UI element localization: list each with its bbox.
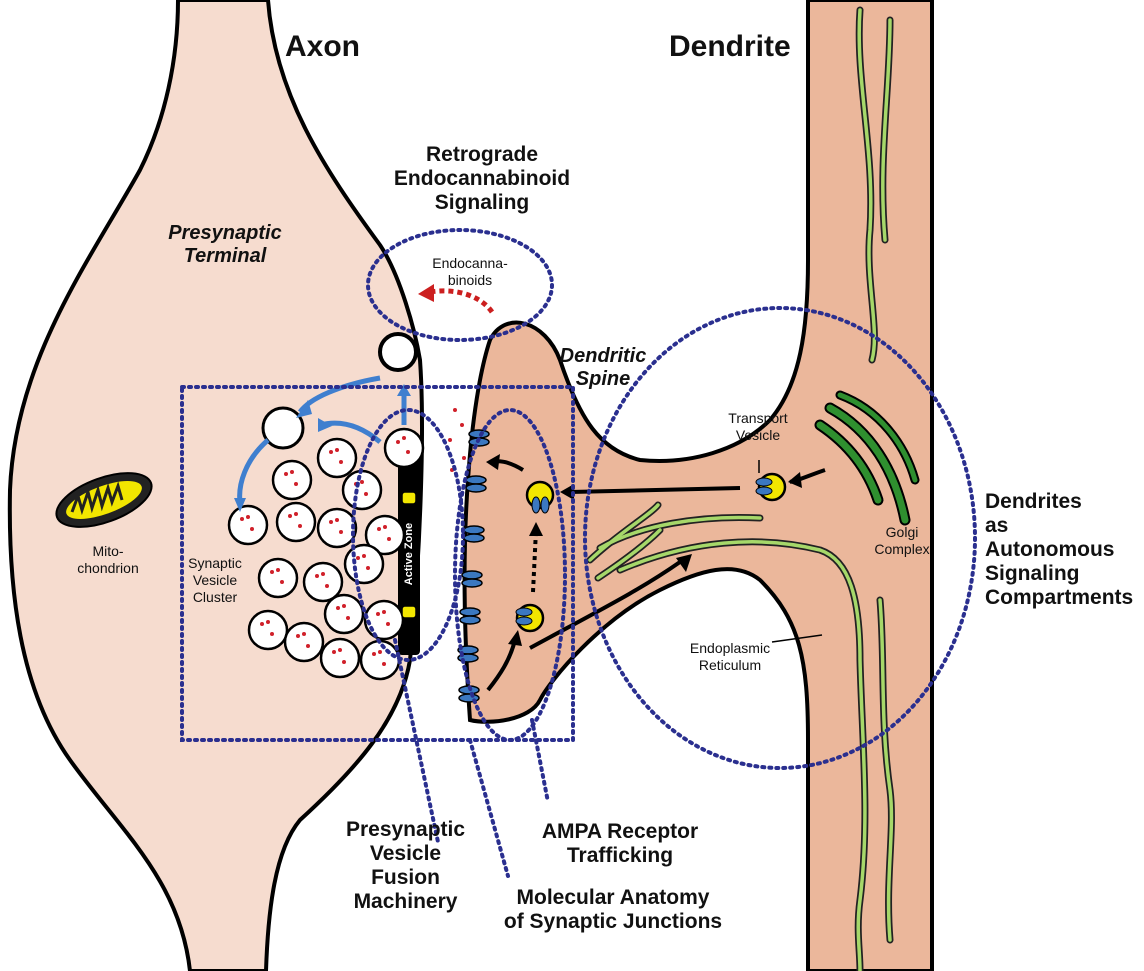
axon-label: Axon [285, 30, 360, 64]
ampa-trafficking-label: AMPA Receptor Trafficking [520, 820, 720, 868]
dendritic-spine-label: Dendritic Spine [553, 345, 653, 391]
presynaptic-terminal-label: Presynaptic Terminal [163, 222, 287, 268]
transport-vesicle-label: Transport Vesicle [718, 410, 798, 444]
dendrite-label: Dendrite [669, 30, 791, 64]
endocytic-pit [380, 334, 416, 370]
endocannabinoids-label: Endocanna- binoids [425, 255, 515, 289]
mitochondrion-label: Mito- chondrion [68, 543, 148, 577]
endoplasmic-reticulum-label: Endoplasmic Reticulum [680, 640, 780, 674]
presynaptic-fusion-label: Presynaptic Vesicle Fusion Machinery [338, 818, 473, 914]
synaptic-vesicle-cluster-label: Synaptic Vesicle Cluster [175, 555, 255, 606]
dendrites-autonomous-label: Dendrites as Autonomous Signaling Compar… [985, 490, 1144, 610]
active-zone-label: Active Zone [403, 517, 415, 591]
retrograde-signaling-label: Retrograde Endocannabinoid Signaling [392, 143, 572, 215]
golgi-complex-label: Golgi Complex [862, 524, 942, 558]
molecular-anatomy-label: Molecular Anatomy of Synaptic Junctions [488, 886, 738, 934]
retrograde-arrow [430, 291, 492, 312]
